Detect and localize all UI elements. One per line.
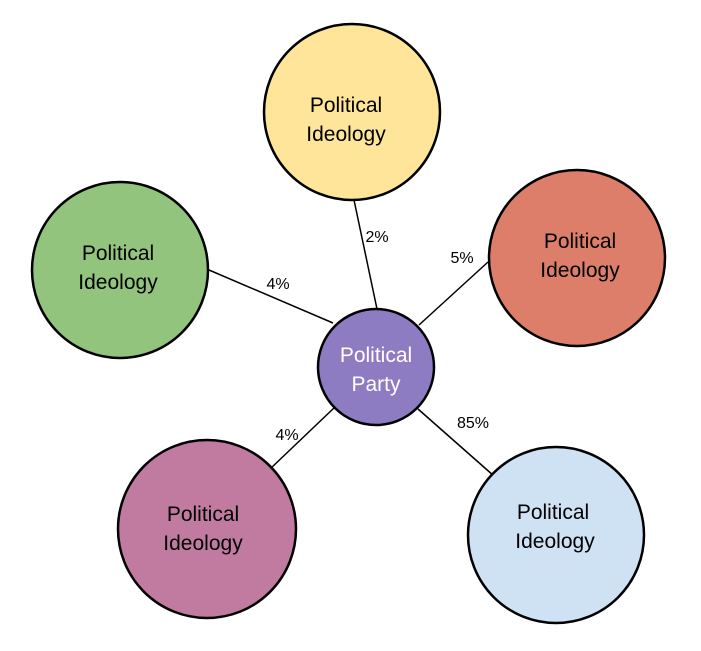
party-node-center: Political Party: [316, 307, 436, 427]
edge-red: [418, 261, 489, 326]
percent-label: 85%: [457, 415, 489, 432]
ideology-node-pink: Political Ideology: [116, 438, 298, 620]
node-circle: [487, 168, 667, 348]
node-label: Ideology: [515, 530, 595, 553]
percent-label: 2%: [365, 229, 388, 246]
node-circle: [262, 22, 442, 202]
node-label: Political: [517, 501, 589, 524]
node-label: Political: [310, 94, 382, 117]
edge-green: [208, 269, 334, 324]
edge-yellow: [353, 199, 378, 310]
node-label: Ideology: [78, 271, 158, 294]
node-circle: [316, 307, 436, 427]
node-label: Ideology: [163, 532, 243, 555]
ideology-node-yellow: Political Ideology: [262, 22, 442, 202]
edge-blue: [417, 408, 495, 477]
node-label: Political: [82, 242, 154, 265]
percent-label: 4%: [266, 276, 289, 293]
node-label: Political: [544, 230, 616, 253]
node-label: Political: [167, 503, 239, 526]
node-label: Ideology: [306, 123, 386, 146]
node-label: Ideology: [540, 259, 620, 282]
ideology-node-blue: Political Ideology: [466, 445, 646, 625]
center-label: Party: [351, 373, 401, 396]
percent-label: 5%: [450, 250, 473, 267]
ideology-node-green: Political Ideology: [30, 180, 210, 360]
percent-label: 4%: [275, 427, 298, 444]
node-circle: [30, 180, 210, 360]
center-label: Political: [340, 344, 412, 367]
node-circle: [116, 438, 298, 620]
node-circle: [466, 445, 646, 625]
edge-pink: [269, 406, 336, 470]
ideology-node-red: Political Ideology: [487, 168, 667, 348]
